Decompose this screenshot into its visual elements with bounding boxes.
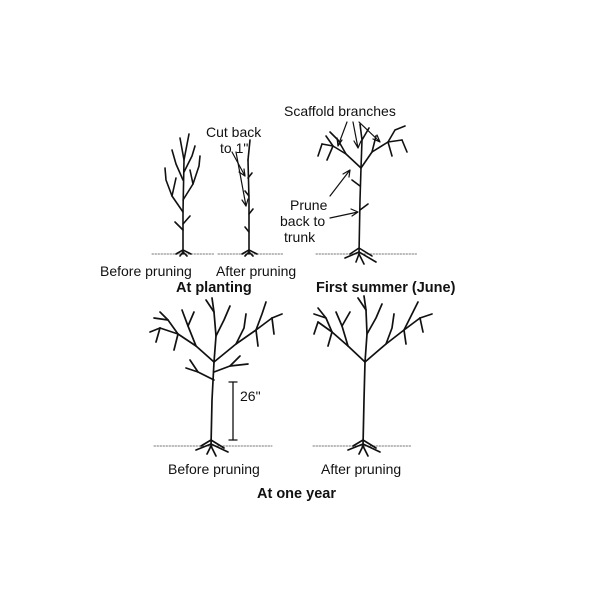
tree-year-after bbox=[313, 295, 433, 457]
at-one-year-label: At one year bbox=[257, 486, 336, 502]
height-bracket bbox=[228, 381, 238, 441]
scaffold-arrows bbox=[336, 121, 381, 149]
prune-line3: trunk bbox=[284, 229, 316, 245]
first-summer-label: First summer (June) bbox=[316, 280, 456, 296]
prune-line2: back to bbox=[280, 213, 326, 229]
cut-back-line2: to 1" bbox=[220, 140, 249, 156]
before-pruning-top-label: Before pruning bbox=[100, 263, 192, 279]
tree-year-before bbox=[149, 297, 283, 457]
height-marker-label: 26" bbox=[240, 388, 261, 404]
cut-back-arrows bbox=[231, 151, 249, 207]
prune-arrows bbox=[329, 169, 359, 219]
prune-line1: Prune bbox=[290, 197, 328, 213]
cut-back-label: Cut back to 1" bbox=[206, 124, 261, 156]
scaffold-branches-label: Scaffold branches bbox=[284, 103, 396, 119]
tree-first-summer bbox=[317, 123, 408, 265]
cut-back-line1: Cut back bbox=[206, 124, 262, 140]
before-pruning-bottom-label: Before pruning bbox=[168, 461, 260, 477]
tree-planting-before bbox=[164, 133, 201, 257]
after-pruning-bottom-label: After pruning bbox=[321, 461, 402, 477]
at-planting-label: At planting bbox=[176, 280, 252, 296]
after-pruning-top-label: After pruning bbox=[216, 263, 297, 279]
tree-planting-after bbox=[241, 139, 258, 257]
prune-label: Prune back to trunk bbox=[280, 197, 327, 245]
